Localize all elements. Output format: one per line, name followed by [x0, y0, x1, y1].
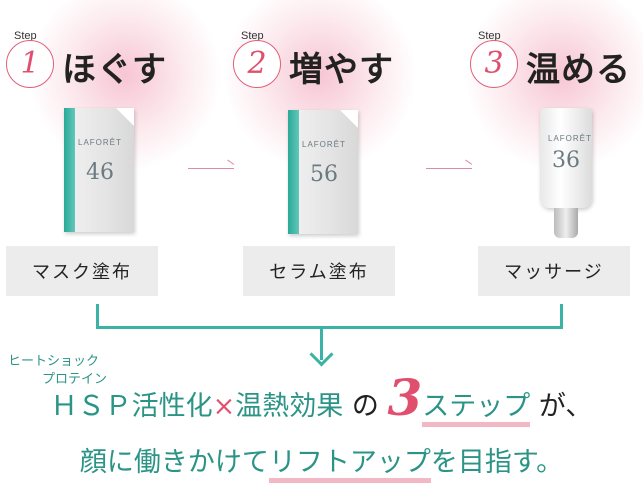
step1-label: マスク塗布 — [6, 246, 158, 296]
line2-a: 顔に働きかけて — [79, 447, 269, 478]
warm-text: 温熱効果 — [235, 391, 344, 422]
no-text: の — [351, 391, 379, 422]
step1-number: 1 — [20, 46, 40, 81]
sachet-corner — [116, 108, 134, 126]
step3-title: 温める — [526, 50, 631, 90]
sachet-corner — [340, 110, 358, 128]
step2-number: 2 — [247, 46, 267, 81]
lift-up-text: リフトアップ — [268, 447, 431, 483]
step1-header: Step 1 ほぐす — [6, 26, 206, 90]
down-arrow-stem — [320, 326, 323, 360]
step2-title: 増やす — [289, 50, 394, 90]
step3-label: マッサージ — [478, 246, 630, 296]
step2-header: Step 2 増やす — [233, 26, 433, 90]
three-number: 3 — [387, 368, 423, 427]
step1-title: ほぐす — [62, 50, 167, 90]
steps-text: ステップ — [422, 391, 531, 427]
tube-brand: LAFORÊT — [548, 134, 592, 143]
ruby-heat-shock: ヒートショック — [8, 353, 100, 368]
sachet-stripe — [288, 110, 299, 234]
step2-label: セラム塗布 — [243, 246, 395, 296]
ga-text: が、 — [538, 391, 593, 422]
serum-brand: LAFORÊT — [302, 140, 346, 149]
mask-sachet: LAFORÊT 46 — [64, 108, 134, 232]
step3-circle: 3 — [470, 40, 518, 88]
step3-word: Step — [478, 30, 501, 42]
sachet-stripe — [64, 108, 75, 232]
step2-word: Step — [241, 30, 264, 42]
step3-header: Step 3 温める — [470, 26, 643, 90]
headline-line1: ＨＳＰ活性化×温熱効果 の 3ステップ が、 — [0, 373, 643, 427]
tube-cap — [554, 208, 578, 238]
cross-icon: × — [212, 391, 236, 422]
mask-number: 46 — [86, 160, 114, 185]
step1-word: Step — [14, 30, 37, 42]
arrow-right-icon — [188, 168, 234, 169]
massage-tube: LAFORÊT 36 — [540, 108, 592, 238]
line2-c: を目指す。 — [430, 447, 564, 478]
mask-brand: LAFORÊT — [78, 138, 122, 147]
serum-sachet: LAFORÊT 56 — [288, 110, 358, 234]
tube-number: 36 — [552, 148, 580, 173]
merge-bracket — [96, 304, 563, 329]
step3-number: 3 — [484, 46, 504, 81]
step1-circle: 1 — [6, 40, 54, 88]
serum-number: 56 — [310, 162, 338, 187]
down-arrow-icon — [309, 342, 334, 367]
ruby-protein: プロテイン — [42, 371, 108, 386]
hsp-text: ＨＳＰ活性化 — [50, 391, 213, 422]
arrow-right-icon — [426, 168, 472, 169]
step2-circle: 2 — [233, 40, 281, 88]
headline-line2: 顔に働きかけてリフトアップを目指す。 — [0, 440, 643, 483]
